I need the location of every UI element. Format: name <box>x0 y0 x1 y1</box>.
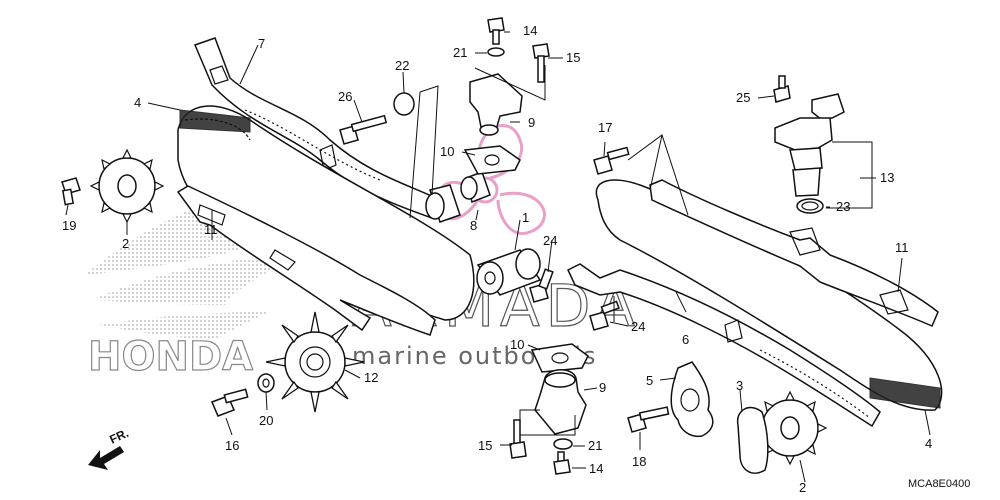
diagram-code: MCA8E0400 <box>908 478 970 490</box>
callout-26: 26 <box>338 89 352 104</box>
gasket-10-lower <box>530 343 589 373</box>
front-indicator-label: FR. <box>107 426 130 447</box>
callout-24-upper: 24 <box>543 233 557 248</box>
washer-21-upper <box>487 47 505 57</box>
leader-lines <box>65 31 931 483</box>
callout-22: 22 <box>395 58 409 73</box>
cam-chain-guide-lower <box>567 263 881 428</box>
bolt-15-upper <box>532 43 550 83</box>
callout-5: 5 <box>646 373 653 388</box>
collar-8 <box>425 171 491 223</box>
callout-9-upper: 9 <box>528 115 535 130</box>
callout-14-lower: 14 <box>589 461 603 476</box>
callout-16: 16 <box>225 438 239 453</box>
cam-chain-left <box>177 105 475 321</box>
washer-21-lower <box>553 438 573 450</box>
callout-24-lower: 24 <box>631 319 645 334</box>
callout-3: 3 <box>736 378 743 393</box>
callout-9-lower: 9 <box>599 380 606 395</box>
bolt-14-upper <box>487 17 505 45</box>
callout-4-left: 4 <box>134 95 141 110</box>
callout-11-right: 11 <box>895 240 909 255</box>
callout-12: 12 <box>364 370 378 385</box>
bolt-24-lower <box>589 300 620 331</box>
callout-13: 13 <box>880 170 894 185</box>
callout-6: 6 <box>682 332 689 347</box>
callout-4-right: 4 <box>925 436 932 451</box>
honda-watermark-text: HONDA <box>88 334 253 380</box>
tensioner-upper <box>469 73 523 136</box>
plate-5 <box>670 361 714 438</box>
front-arrow-icon: FR. <box>88 426 131 470</box>
callout-21-lower: 21 <box>588 438 602 453</box>
pulley-12 <box>265 311 365 413</box>
bolt-24-upper <box>529 268 554 303</box>
callout-15-upper: 15 <box>566 50 580 65</box>
callout-10-lower: 10 <box>510 337 524 352</box>
callout-2-left: 2 <box>122 236 129 251</box>
callout-14-upper: 14 <box>523 23 537 38</box>
bolt-17 <box>593 146 630 175</box>
callout-15-lower: 15 <box>478 438 492 453</box>
callout-2-right: 2 <box>799 480 806 495</box>
bolt-19 <box>61 177 81 206</box>
bolt-18 <box>627 406 670 433</box>
bolt-16 <box>211 388 249 417</box>
idler-gear-1 <box>476 248 542 296</box>
callout-11-left: 11 <box>204 222 218 237</box>
callout-18: 18 <box>632 454 646 469</box>
cam-sprocket-left <box>89 148 165 224</box>
tensioner-arm-right <box>649 179 939 327</box>
bolt-14-lower <box>553 451 571 475</box>
callout-17: 17 <box>598 120 612 135</box>
o-ring-23 <box>796 198 824 214</box>
callout-7: 7 <box>258 36 265 51</box>
callout-23: 23 <box>836 199 850 214</box>
callout-1: 1 <box>522 210 529 225</box>
washer-22 <box>393 92 415 116</box>
tensioner-lower <box>534 369 587 435</box>
callout-8: 8 <box>470 218 477 233</box>
callout-21-upper: 21 <box>453 45 467 60</box>
gasket-10-upper <box>463 145 521 175</box>
callout-labels: 7 4 26 22 14 21 15 9 10 8 1 24 19 2 11 1… <box>62 23 932 495</box>
washer-20 <box>257 373 275 393</box>
callout-20: 20 <box>259 413 273 428</box>
callout-19: 19 <box>62 218 76 233</box>
callout-10-upper: 10 <box>440 144 454 159</box>
callout-25: 25 <box>736 90 750 105</box>
tensioner-arm-left <box>176 185 436 336</box>
cam-sensor-13 <box>774 93 845 197</box>
bolt-15-lower <box>509 419 527 459</box>
bolt-26 <box>339 114 388 145</box>
bolt-25 <box>773 75 791 103</box>
gasket-3 <box>736 406 769 474</box>
